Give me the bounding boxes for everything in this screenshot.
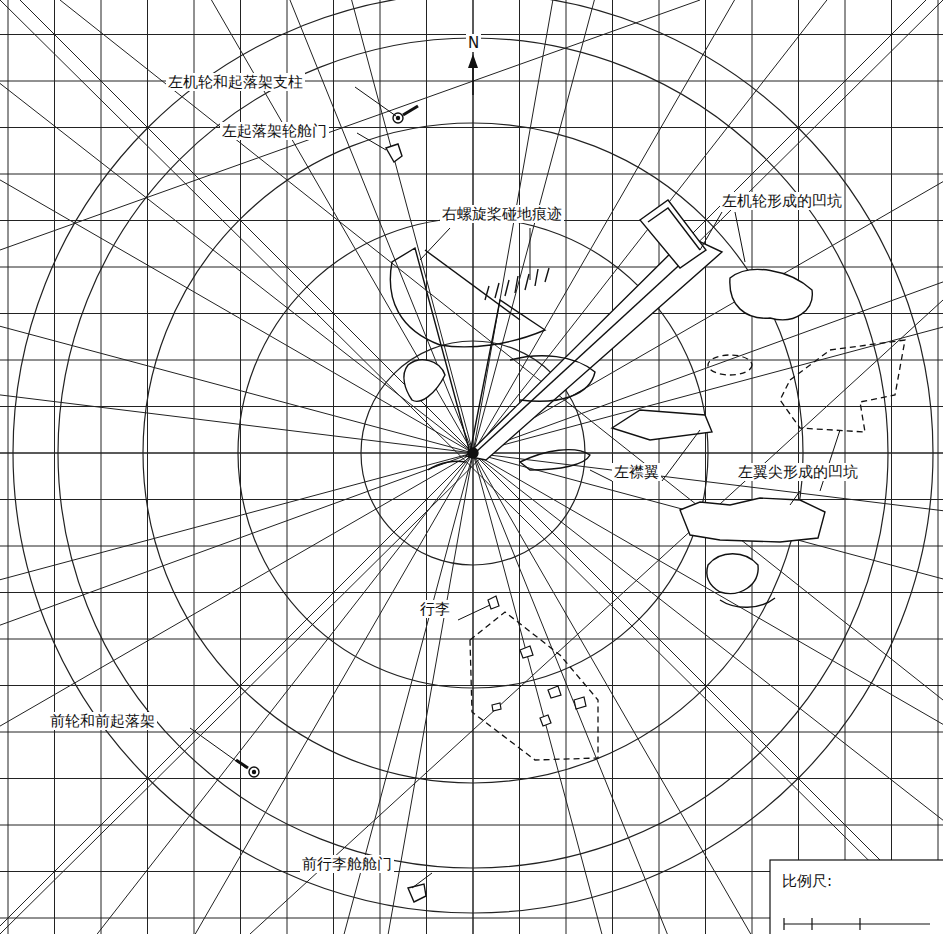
- north-label: N: [466, 34, 481, 52]
- scale-label: 比例尺:: [780, 872, 834, 890]
- part-label: 左翼尖形成的凹坑: [736, 463, 860, 481]
- part-label: 左襟翼: [612, 463, 661, 481]
- part-label: 右螺旋桨碰地痕迹: [440, 205, 564, 223]
- part-label: 行李: [418, 600, 452, 618]
- north-arrow: [468, 54, 478, 95]
- part-label: 前轮和前起落架: [48, 712, 157, 730]
- part-label: 左机轮形成的凹坑: [720, 192, 844, 210]
- baggage-items: [488, 596, 586, 726]
- wreckage-parts: [236, 106, 825, 902]
- part-label: 前行李舱舱门: [300, 855, 394, 873]
- part-label: 左起落架轮舱门: [220, 122, 329, 140]
- dashed-areas: [470, 340, 905, 760]
- scale-bar: [770, 860, 943, 934]
- part-label: 左机轮和起落架支柱: [166, 73, 305, 91]
